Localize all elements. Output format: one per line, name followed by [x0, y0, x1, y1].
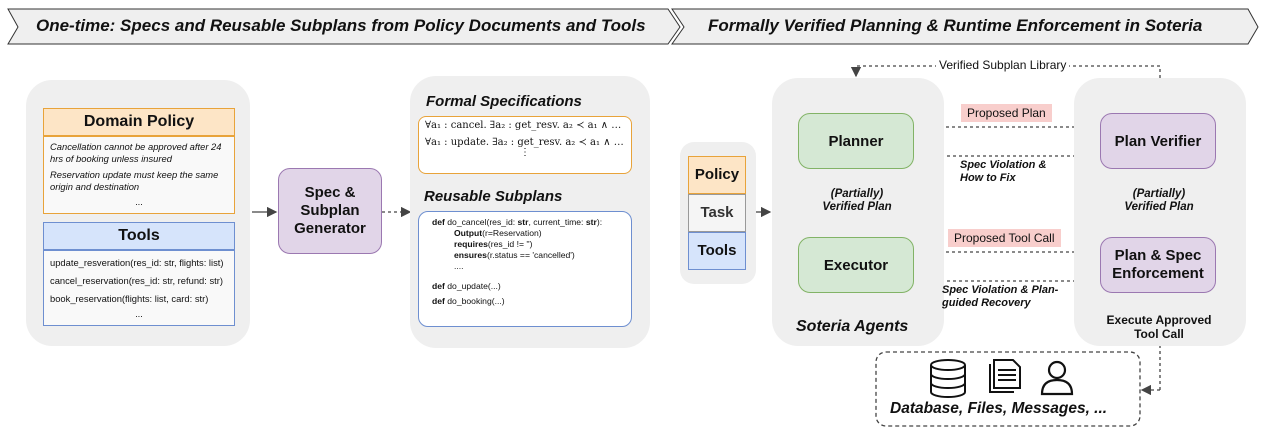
spec-violation-fix-label: Spec Violation & How to Fix: [960, 159, 1047, 184]
tool-line: update_resveration(res_id: str, flights:…: [50, 257, 224, 268]
plan-verifier-node: Plan Verifier: [1100, 113, 1216, 169]
subplans-box: def do_cancel(res_id: str, current_time:…: [418, 211, 632, 327]
tool-line: cancel_reservation(res_id: str, refund: …: [50, 275, 223, 286]
formal-specs-title: Formal Specifications: [426, 93, 582, 110]
domain-policy-title: Domain Policy: [43, 108, 235, 136]
files-icon: [989, 359, 1021, 393]
policy-line: Cancellation cannot be approved after 24…: [50, 141, 222, 164]
partially-verified-right: (Partially) Verified Plan: [1124, 188, 1194, 213]
spec-formula: ∀a₁ : cancel. ∃a₂ : get_resv. a₂ ≺ a₁ ∧ …: [425, 120, 622, 131]
executor-node: Executor: [798, 237, 914, 293]
domain-policy-body: Cancellation cannot be approved after 24…: [43, 136, 235, 214]
soteria-agents-label: Soteria Agents: [796, 318, 909, 335]
code-line: requires(res_id != ''): [454, 239, 533, 249]
input-task: Task: [688, 194, 746, 232]
execute-call-label: Execute Approved Tool Call: [1106, 313, 1212, 341]
input-tools: Tools: [688, 232, 746, 270]
code-line: ....: [454, 261, 464, 271]
code-line: Output(r=Reservation): [454, 228, 542, 238]
partially-verified-left: (Partially) Verified Plan: [822, 188, 892, 213]
spec-formula: ∀a₁ : update. ∃a₂ : get_resv. a₂ ≺ a₁ ∧ …: [425, 137, 624, 148]
banner-left-title: One-time: Specs and Reusable Subplans fr…: [36, 16, 646, 35]
formal-specs-box: ∀a₁ : cancel. ∃a₂ : get_resv. a₂ ≺ a₁ ∧ …: [418, 116, 632, 174]
library-label: Verified Subplan Library: [936, 58, 1070, 72]
banner-left-chevron: [7, 8, 681, 45]
environment-box: [875, 351, 1141, 427]
proposed-plan-label: Proposed Plan: [961, 104, 1052, 122]
banner-right-chevron: [671, 8, 1259, 45]
subplans-title: Reusable Subplans: [424, 188, 563, 205]
enforcement-node: Plan & Spec Enforcement: [1100, 237, 1216, 293]
database-icon: [930, 359, 966, 398]
spec-ellipsis: ⋮: [520, 147, 530, 158]
tools-title: Tools: [43, 222, 235, 250]
policy-line: Reservation update must keep the same or…: [50, 169, 219, 192]
code-line: def do_booking(...): [432, 296, 505, 306]
tool-ellipsis: ...: [135, 308, 143, 319]
spec-subplan-generator: Spec & Subplan Generator: [278, 168, 382, 254]
tools-body: update_resveration(res_id: str, flights:…: [43, 250, 235, 326]
proposed-tool-call-label: Proposed Tool Call: [948, 229, 1061, 247]
code-line: def do_update(...): [432, 281, 501, 291]
tool-line: book_reservation(flights: list, card: st…: [50, 293, 209, 304]
code-line: def do_cancel(res_id: str, current_time:…: [432, 217, 603, 227]
environment-label: Database, Files, Messages, ...: [890, 400, 1108, 417]
planner-node: Planner: [798, 113, 914, 169]
spec-violation-recovery-label: Spec Violation & Plan-guided Recovery: [942, 284, 1059, 309]
user-icon: [1040, 360, 1074, 396]
input-policy: Policy: [688, 156, 746, 194]
policy-ellipsis: ...: [135, 196, 143, 207]
banner-right-title: Formally Verified Planning & Runtime Enf…: [708, 16, 1203, 35]
code-line: ensures(r.status == 'cancelled'): [454, 250, 575, 260]
